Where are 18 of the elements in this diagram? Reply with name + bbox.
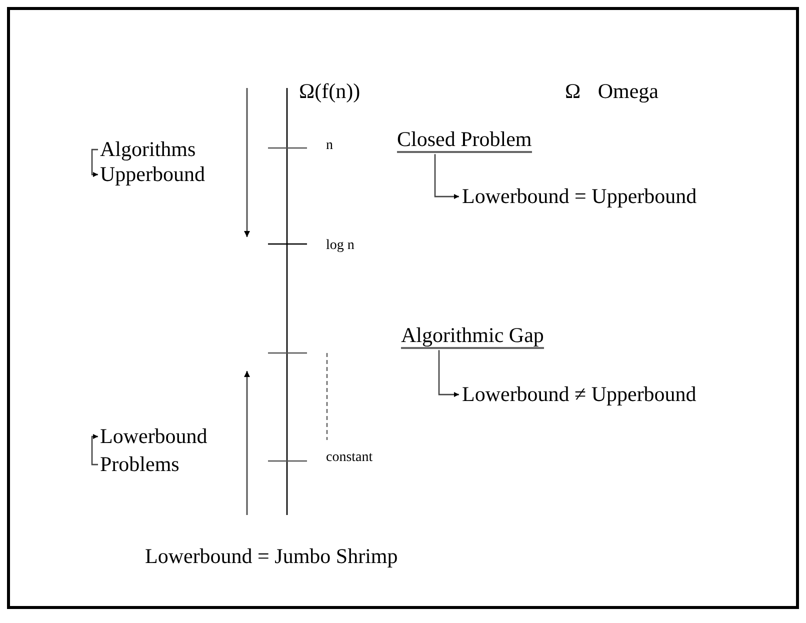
category-label: Lowerbound — [100, 425, 208, 448]
category-label: Problems — [100, 453, 180, 476]
underlined-heading: Algorithmic Gap — [401, 324, 544, 350]
equation-text: Lowerbound ≠ Upperbound — [462, 383, 696, 406]
bracket-arrow — [91, 434, 98, 466]
equation-text: Lowerbound = Upperbound — [462, 185, 697, 208]
tick-label: log n — [326, 238, 354, 254]
tick-label: n — [326, 138, 333, 154]
tick-label: constant — [326, 450, 373, 466]
note-text: Lowerbound = Jumbo Shrimp — [145, 545, 398, 568]
category-label: Upperbound — [100, 163, 205, 186]
bracket-arrow — [434, 154, 459, 200]
category-label: Algorithms — [100, 138, 196, 162]
bracket-arrow — [91, 148, 98, 178]
underlined-heading: Closed Problem — [397, 128, 532, 154]
bracket-arrow — [438, 350, 459, 398]
symbol-note: Ω Omega — [565, 80, 658, 104]
axis-title: Ω(f(n)) — [299, 80, 360, 104]
